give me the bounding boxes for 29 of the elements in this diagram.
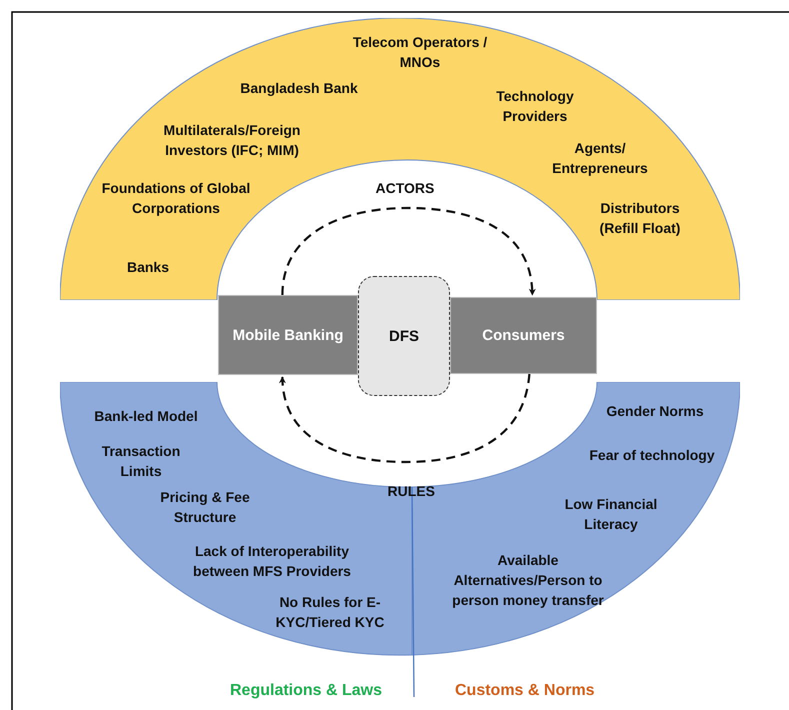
band-item-text: Bangladesh Bank bbox=[239, 79, 359, 98]
category-heading: Customs & Norms bbox=[455, 681, 595, 701]
center-box bbox=[358, 276, 450, 396]
band-item-text: Bank-led Model bbox=[93, 407, 199, 426]
band-item-text: Pricing & Fee Structure bbox=[159, 488, 251, 527]
band-item-text: Transaction Limits bbox=[100, 442, 182, 481]
band-item-text: Foundations of Global Corporations bbox=[100, 179, 252, 218]
section-heading: ACTORS bbox=[376, 179, 434, 198]
band-item-text: Low Financial Literacy bbox=[564, 495, 658, 534]
band-item-text: Available Alternatives/Person to person money transfer bbox=[451, 551, 605, 610]
actor-box bbox=[450, 297, 597, 374]
band-item-text: Agents/ Entrepreneurs bbox=[551, 139, 649, 178]
section-heading: RULES bbox=[388, 482, 435, 501]
cycle-arrow bbox=[279, 374, 530, 464]
band-item-text: Telecom Operators / MNOs bbox=[352, 33, 488, 72]
band-item-text: Distributors (Refill Float) bbox=[598, 199, 682, 238]
band-item-text: No Rules for E-KYC/Tiered KYC bbox=[274, 593, 386, 632]
band-item-text: Fear of technology bbox=[588, 446, 716, 465]
node-label: Mobile Banking bbox=[232, 326, 344, 344]
cycle-arrow bbox=[281, 206, 536, 296]
band-item-text: Banks bbox=[126, 258, 170, 277]
band-item-text: Technology Providers bbox=[495, 87, 575, 126]
band-item-text: Lack of Interoperability between MFS Providers bbox=[192, 542, 352, 581]
node-label: Consumers bbox=[482, 327, 565, 344]
band-item-text: Gender Norms bbox=[605, 402, 705, 421]
band-item-text: Multilaterals/Foreign Investors (IFC; MIM) bbox=[162, 121, 302, 160]
category-heading: Regulations & Laws bbox=[230, 681, 382, 701]
node-label: DFS bbox=[389, 328, 419, 344]
actor-box bbox=[218, 295, 358, 375]
